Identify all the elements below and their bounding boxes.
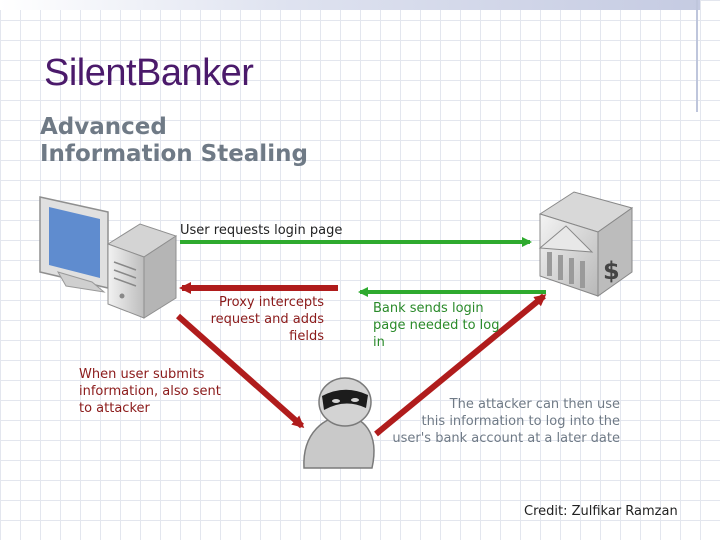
credit-text: Credit: Zulfikar Ramzan [524,504,678,519]
attacker-login-label: The attacker can then use this informati… [392,397,620,446]
attacker-login-arrow [374,293,547,437]
top-decorative-band [0,0,700,10]
computer-icon [39,196,178,319]
right-decorative-rule [696,0,698,112]
proxy-label: Proxy intercepts request and adds fields [210,295,324,344]
submit-arrow [176,313,305,429]
slide-subtitle: Advanced Information Stealing [40,114,308,168]
attacker-icon [303,377,375,469]
subtitle-line-1: Advanced [40,114,167,140]
bank-response-label: Bank sends login page needed to log in [373,301,500,350]
dollar-sign-icon: $ [603,257,620,285]
subtitle-line-2: Information Stealing [40,141,308,167]
request-label: User requests login page [180,223,343,238]
slide-title: SilentBanker [44,52,254,94]
bank-icon: $ [538,191,634,297]
submit-label: When user submits information, also sent… [79,367,221,416]
